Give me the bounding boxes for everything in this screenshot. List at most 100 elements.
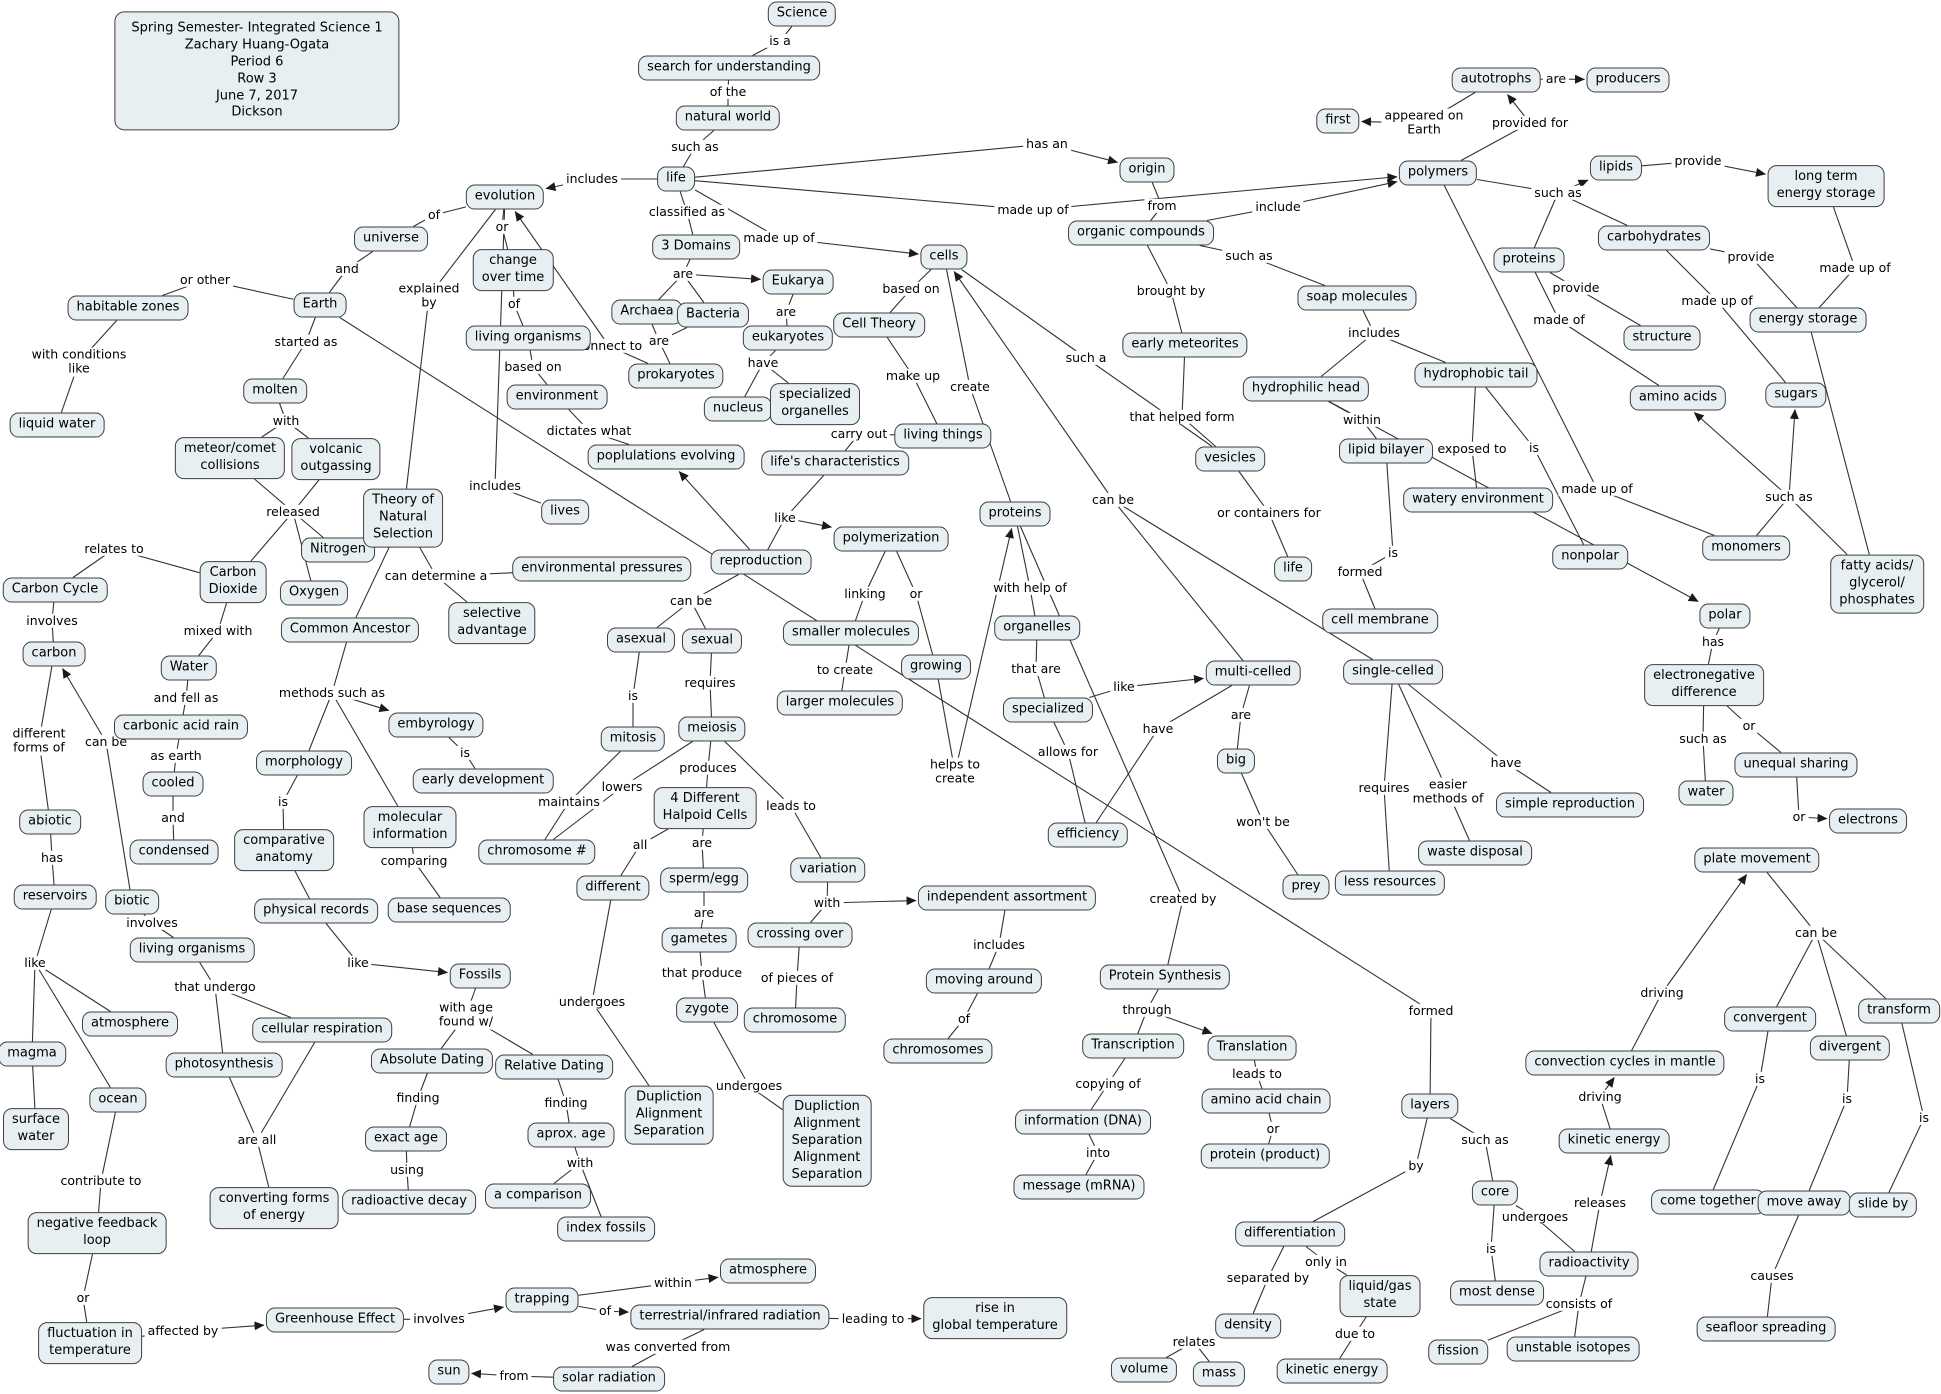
concept-node-cooled[interactable]: cooled	[142, 771, 204, 797]
concept-node-relativedating[interactable]: Relative Dating	[495, 1054, 613, 1080]
concept-node-smallermol[interactable]: smaller molecules	[782, 620, 920, 646]
concept-node-hydrophobic[interactable]: hydrophobic tail	[1414, 362, 1538, 388]
concept-node-surfacewater[interactable]: surface water	[2, 1108, 70, 1150]
concept-node-trapping[interactable]: trapping	[505, 1287, 579, 1313]
concept-node-water2[interactable]: water	[1678, 780, 1734, 806]
concept-node-chromnum[interactable]: chromosome #	[478, 839, 596, 865]
concept-node-transformn[interactable]: transform	[1858, 998, 1940, 1024]
concept-node-cellularresp[interactable]: cellular respiration	[252, 1017, 392, 1043]
concept-node-acomparison[interactable]: a comparison	[484, 1183, 592, 1209]
concept-node-volume[interactable]: volume	[1110, 1357, 1178, 1383]
concept-node-meteor[interactable]: meteor/comet collisions	[174, 437, 286, 479]
concept-node-fluctuation[interactable]: fluctuation in temperature	[38, 1322, 142, 1364]
concept-node-fission[interactable]: fission	[1428, 1339, 1488, 1365]
concept-node-mass[interactable]: mass	[1192, 1361, 1246, 1387]
concept-node-slideby[interactable]: slide by	[1848, 1192, 1918, 1218]
concept-node-atmosphere2[interactable]: atmosphere	[720, 1258, 816, 1284]
concept-node-mitosis[interactable]: mitosis	[600, 726, 666, 752]
concept-node-divergent[interactable]: divergent	[1809, 1035, 1891, 1061]
concept-node-translation[interactable]: Translation	[1207, 1035, 1297, 1061]
concept-node-seafloor[interactable]: seafloor spreading	[1696, 1316, 1836, 1342]
concept-node-efficiency[interactable]: efficiency	[1047, 822, 1129, 848]
concept-node-livingorg2[interactable]: living organisms	[129, 937, 255, 963]
concept-node-crossingover[interactable]: crossing over	[747, 922, 853, 948]
concept-node-cells[interactable]: cells	[920, 244, 968, 270]
concept-node-physrecords[interactable]: physical records	[254, 898, 378, 924]
concept-node-gametes[interactable]: gametes	[661, 927, 737, 953]
concept-node-eukarya[interactable]: Eukarya	[762, 269, 834, 295]
concept-node-first[interactable]: first	[1316, 108, 1360, 134]
concept-node-density[interactable]: density	[1215, 1313, 1281, 1339]
concept-node-search[interactable]: search for understanding	[638, 55, 820, 81]
concept-node-morphology[interactable]: morphology	[256, 750, 352, 776]
concept-node-nonpolar[interactable]: nonpolar	[1552, 544, 1628, 570]
concept-node-environment[interactable]: environment	[506, 384, 608, 410]
concept-node-terrestrial[interactable]: terrestrial/infrared radiation	[630, 1304, 830, 1330]
concept-node-volcanic[interactable]: volcanic outgassing	[291, 438, 381, 480]
concept-node-aproxage[interactable]: aprox. age	[527, 1122, 615, 1148]
concept-node-carbonic[interactable]: carbonic acid rain	[113, 714, 249, 740]
concept-node-livingorg1[interactable]: living organisms	[465, 325, 591, 351]
concept-node-longterm[interactable]: long term energy storage	[1767, 165, 1885, 207]
concept-node-oxygen[interactable]: Oxygen	[279, 580, 349, 606]
concept-node-carbohydrates[interactable]: carbohydrates	[1597, 225, 1711, 251]
concept-node-absolutedating[interactable]: Absolute Dating	[370, 1048, 494, 1074]
concept-node-earth[interactable]: Earth	[293, 292, 347, 318]
concept-node-sugars[interactable]: sugars	[1765, 382, 1827, 408]
concept-node-celltheory[interactable]: Cell Theory	[833, 312, 925, 338]
concept-node-ocean[interactable]: ocean	[89, 1087, 147, 1113]
concept-node-kinetic2[interactable]: kinetic energy	[1276, 1358, 1388, 1384]
concept-node-origin[interactable]: origin	[1119, 157, 1175, 183]
concept-node-magma[interactable]: magma	[0, 1041, 66, 1067]
concept-node-photosynthesis[interactable]: photosynthesis	[165, 1052, 283, 1078]
concept-node-changeovertime[interactable]: change over time	[472, 249, 554, 291]
concept-node-liquidwater[interactable]: liquid water	[9, 412, 105, 438]
concept-node-mostdense[interactable]: most dense	[1450, 1280, 1544, 1306]
concept-node-indassort[interactable]: independent assortment	[917, 885, 1097, 911]
concept-node-variation[interactable]: variation	[790, 857, 866, 883]
concept-node-cometogether[interactable]: come together	[1651, 1189, 1765, 1215]
concept-node-proteinproduct[interactable]: protein (product)	[1200, 1143, 1330, 1169]
concept-node-organiccompounds[interactable]: organic compounds	[1068, 220, 1214, 246]
concept-node-polymers[interactable]: polymers	[1398, 160, 1478, 186]
concept-node-unstable[interactable]: unstable isotopes	[1506, 1336, 1640, 1362]
concept-node-largermol[interactable]: larger molecules	[776, 690, 904, 716]
concept-node-commonancestor[interactable]: Common Ancestor	[280, 617, 420, 643]
concept-node-organelles[interactable]: organelles	[994, 615, 1080, 641]
concept-node-wastedisposal[interactable]: waste disposal	[1418, 840, 1532, 866]
concept-node-converting[interactable]: converting forms of energy	[209, 1187, 339, 1229]
concept-node-dup2[interactable]: Dupliction Alignment Separation Alignmen…	[782, 1094, 872, 1188]
concept-node-bacteria[interactable]: Bacteria	[676, 302, 750, 328]
concept-node-lessresources[interactable]: less resources	[1334, 870, 1446, 896]
concept-node-prey[interactable]: prey	[1282, 874, 1330, 900]
concept-node-polar[interactable]: polar	[1699, 603, 1751, 629]
concept-node-domains[interactable]: 3 Domains	[652, 234, 740, 260]
concept-node-livingthings[interactable]: living things	[894, 423, 992, 449]
concept-node-solarradiation[interactable]: solar radiation	[553, 1366, 665, 1392]
concept-node-cellmembrane[interactable]: cell membrane	[1322, 608, 1438, 634]
concept-node-core[interactable]: core	[1471, 1180, 1519, 1206]
concept-node-liquidgas[interactable]: liquid/gas state	[1339, 1275, 1421, 1317]
concept-node-monomers[interactable]: monomers	[1702, 535, 1790, 561]
concept-node-convection[interactable]: convection cycles in mantle	[1525, 1050, 1725, 1076]
concept-node-molecinfo[interactable]: molecular information	[363, 806, 457, 848]
concept-node-aminochain[interactable]: amino acid chain	[1201, 1088, 1331, 1114]
concept-node-proteinsyn[interactable]: Protein Synthesis	[1099, 964, 1231, 990]
concept-node-evolution[interactable]: evolution	[465, 184, 545, 210]
concept-node-polymerization[interactable]: polymerization	[833, 526, 949, 552]
concept-node-lipids[interactable]: lipids	[1589, 155, 1643, 181]
concept-node-naturalworld[interactable]: natural world	[675, 105, 781, 131]
concept-node-condensed[interactable]: condensed	[129, 839, 219, 865]
concept-node-life[interactable]: life	[657, 166, 695, 192]
concept-node-big[interactable]: big	[1216, 748, 1256, 774]
concept-node-riseglobal[interactable]: rise in global temperature	[923, 1297, 1067, 1339]
concept-node-universe[interactable]: universe	[354, 226, 428, 252]
concept-node-differentiation[interactable]: differentiation	[1235, 1221, 1345, 1247]
concept-node-specorg[interactable]: specialized organelles	[769, 383, 861, 425]
concept-node-habitable[interactable]: habitable zones	[67, 295, 189, 321]
concept-node-platemovement[interactable]: plate movement	[1694, 847, 1820, 873]
concept-node-archaea[interactable]: Archaea	[611, 299, 683, 325]
concept-node-lifeschar[interactable]: life's characteristics	[761, 450, 909, 476]
concept-node-nitrogen[interactable]: Nitrogen	[301, 537, 375, 563]
concept-node-fatty[interactable]: fatty acids/ glycerol/ phosphates	[1830, 554, 1924, 614]
